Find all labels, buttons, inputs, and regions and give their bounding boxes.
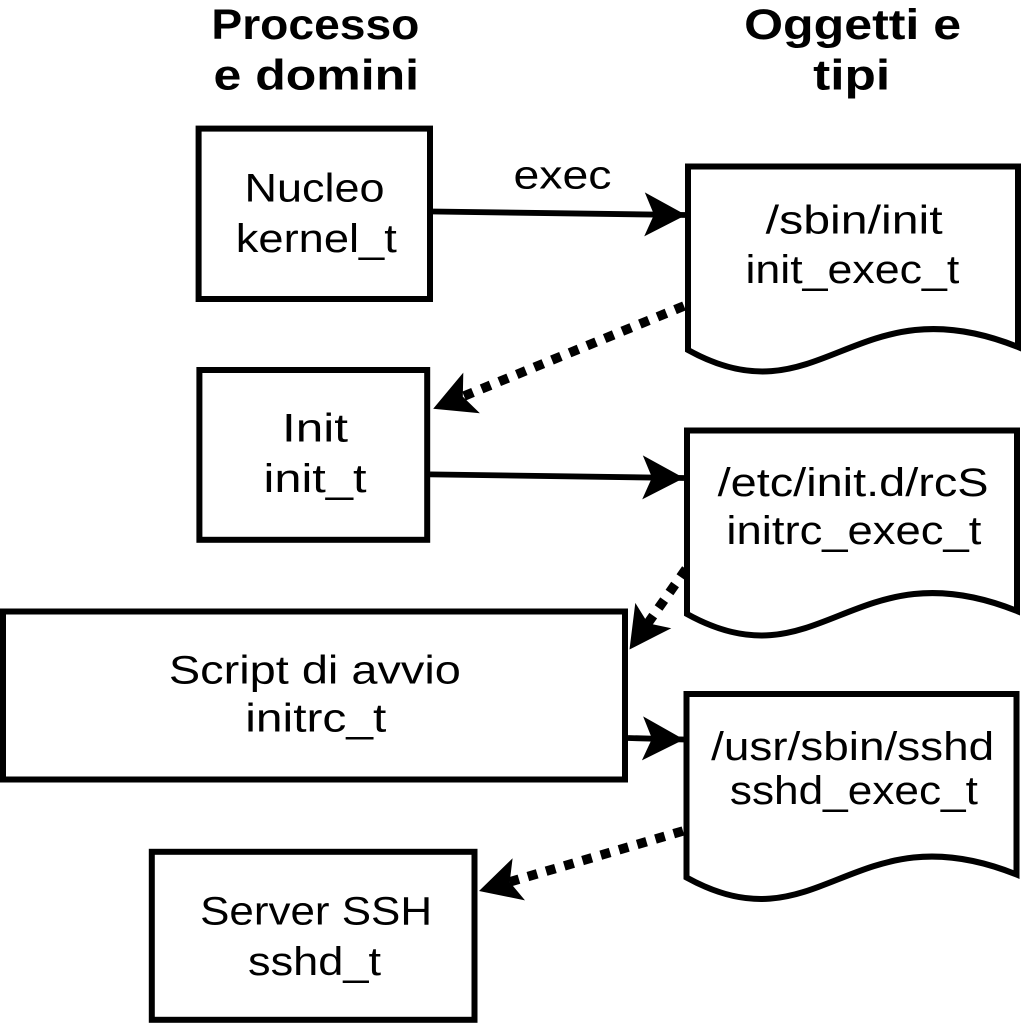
- svg-text:exec: exec: [514, 154, 612, 198]
- svg-text:Server SSH: Server SSH: [200, 889, 432, 933]
- svg-text:Processo: Processo: [211, 1, 419, 49]
- svg-text:kernel_t: kernel_t: [236, 217, 397, 261]
- svg-text:Oggetti e: Oggetti e: [744, 1, 961, 49]
- svg-text:e domini: e domini: [214, 52, 420, 100]
- svg-text:/usr/sbin/sshd: /usr/sbin/sshd: [711, 725, 994, 769]
- svg-text:initrc_exec_t: initrc_exec_t: [726, 509, 981, 553]
- svg-text:/etc/init.d/rcS: /etc/init.d/rcS: [718, 461, 989, 505]
- svg-text:initrc_t: initrc_t: [245, 697, 386, 741]
- svg-text:sshd_exec_t: sshd_exec_t: [730, 769, 978, 813]
- svg-text:Init: Init: [282, 407, 348, 451]
- svg-text:sshd_t: sshd_t: [248, 940, 381, 984]
- svg-text:init_exec_t: init_exec_t: [746, 248, 960, 292]
- svg-text:Script di avvio: Script di avvio: [169, 648, 461, 692]
- svg-text:/sbin/init: /sbin/init: [766, 199, 943, 243]
- svg-text:Nucleo: Nucleo: [245, 166, 385, 210]
- svg-text:init_t: init_t: [264, 457, 367, 501]
- svg-text:tipi: tipi: [813, 52, 890, 100]
